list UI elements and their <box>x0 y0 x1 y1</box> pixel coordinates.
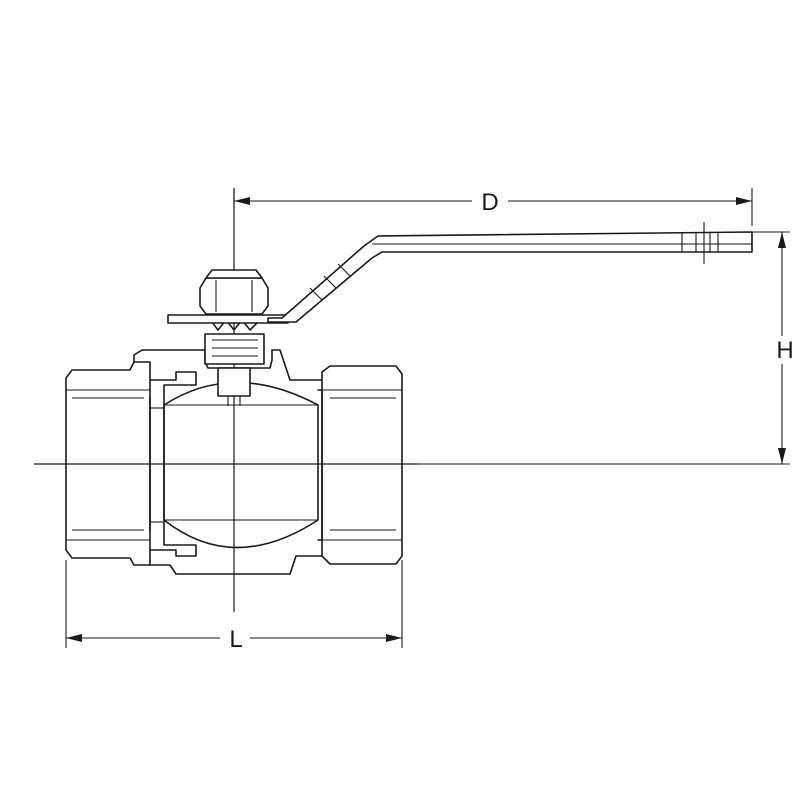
nut-cap <box>205 269 263 279</box>
stem-nut <box>199 277 269 315</box>
right-end-connector <box>321 365 403 565</box>
packing-gland <box>204 333 265 365</box>
valve-body <box>65 349 403 575</box>
dim-h-arrow-top <box>778 232 786 248</box>
lever-grip-mark-1 <box>309 287 323 301</box>
dim-l-arrow-left <box>66 634 82 642</box>
lever-arm <box>267 231 753 323</box>
dim-l-label: L <box>229 626 242 653</box>
stem-lower <box>217 367 251 397</box>
lever-grip-mark-3 <box>337 263 351 277</box>
dim-l-arrow-right <box>386 634 402 642</box>
dim-h-label: H <box>776 337 793 364</box>
stem-assembly <box>167 269 289 406</box>
dim-d-arrow-left <box>234 197 250 205</box>
gland-thread <box>211 319 259 331</box>
central-body-bottom <box>149 555 323 575</box>
dimension-h: H <box>418 231 794 465</box>
dim-d-arrow-right <box>736 197 752 205</box>
dim-h-arrow-bottom <box>778 448 786 464</box>
left-end-connector <box>65 361 151 566</box>
lever-grip-mark-2 <box>323 275 337 289</box>
lever-handle <box>267 222 753 323</box>
dimension-d: D <box>233 188 753 226</box>
dimension-l: L <box>65 560 403 653</box>
centerlines <box>34 188 418 612</box>
ball <box>163 381 319 549</box>
dim-d-label: D <box>481 189 498 216</box>
